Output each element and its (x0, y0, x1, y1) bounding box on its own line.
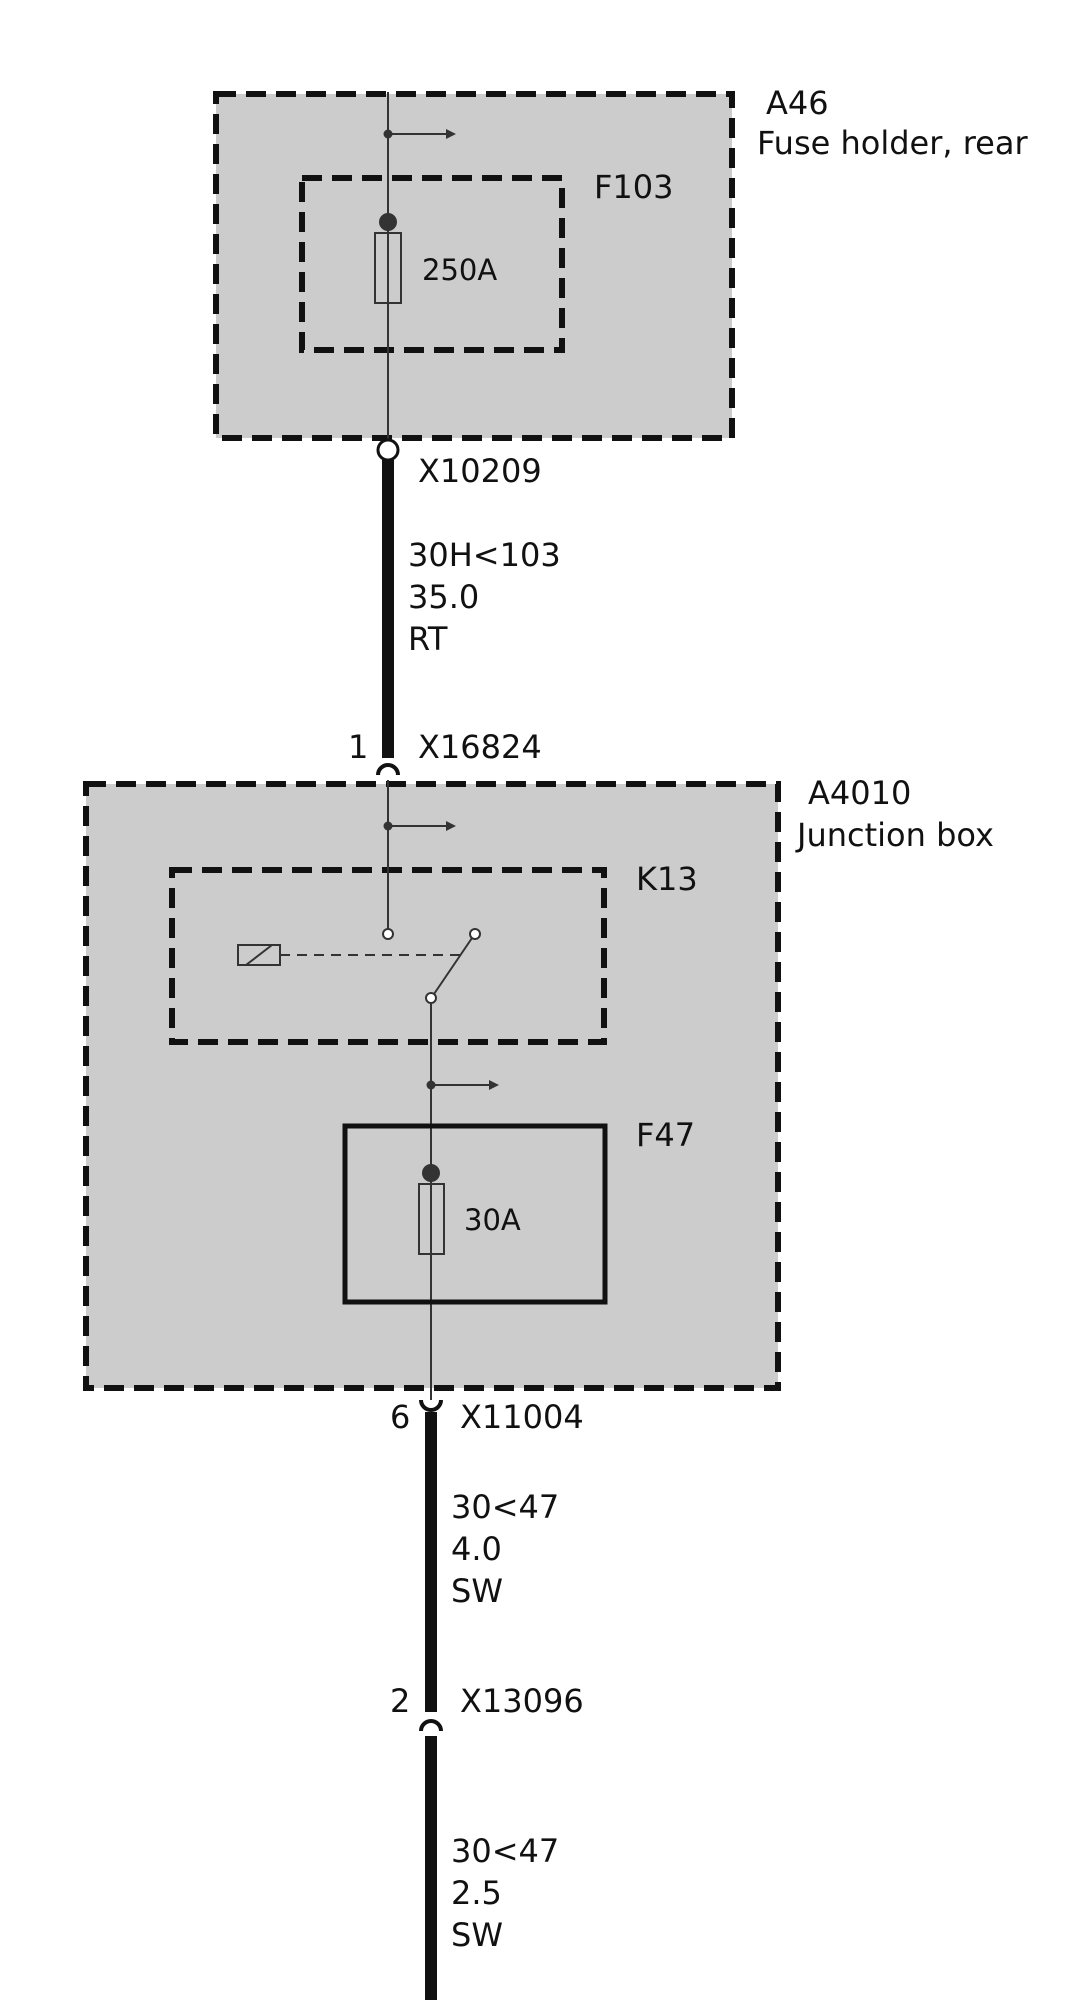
connector-x10209: X10209 (376, 438, 542, 490)
wire-3-color-code: SW (451, 1916, 503, 1954)
connector-x11004-id: X11004 (460, 1398, 584, 1436)
fuse-f47-rating: 30A (464, 1203, 521, 1237)
fuse-f103-label: F103 (594, 168, 673, 206)
connector-x16824-pin: 1 (348, 728, 368, 766)
wire-1-signal: 30H<103 (408, 536, 561, 574)
connector-x16824: 1 X16824 (348, 728, 542, 776)
connector-x11004-socket (419, 1399, 443, 1412)
wire-1: 30H<103 35.0 RT (382, 460, 561, 758)
connector-x10209-id: X10209 (418, 452, 542, 490)
fuse-f103-box (299, 175, 565, 353)
fuse-f47-label: F47 (636, 1116, 695, 1154)
fuse-f47-box (342, 1123, 608, 1305)
connector-x16824-socket (376, 763, 400, 776)
module-a46: A46 Fuse holder, rear (213, 84, 1028, 441)
fuse-f47-terminal-dot (422, 1164, 440, 1182)
fuse-f47: F47 30A (342, 1116, 695, 1305)
wire-1-color-code: RT (408, 620, 448, 658)
connector-x13096: 2 X13096 (390, 1682, 584, 1732)
module-a4010-id: A4010 (808, 774, 911, 812)
connector-x11004-pin: 6 (390, 1398, 410, 1436)
fuse-f103: F103 250A (299, 168, 673, 353)
wire-2-color-code: SW (451, 1572, 503, 1610)
wire-3-signal: 30<47 (451, 1832, 559, 1870)
wire-3: 30<47 2.5 SW (425, 1736, 559, 2000)
fuse-f103-terminal-dot (379, 213, 397, 231)
connector-x10209-terminal (376, 438, 400, 462)
module-a46-box (213, 91, 735, 441)
module-a4010: A4010 Junction box (83, 774, 994, 1391)
wire-3-cross-section: 2.5 (451, 1874, 502, 1912)
wire-1-cross-section: 35.0 (408, 578, 479, 616)
connector-x13096-id: X13096 (460, 1682, 584, 1720)
wire-2-cross-section: 4.0 (451, 1530, 502, 1568)
connector-x11004: 6 X11004 (390, 1398, 584, 1436)
wire-2: 30<47 4.0 SW (425, 1412, 559, 1712)
module-a46-id: A46 (766, 84, 829, 122)
fuse-f47-symbol (418, 1183, 445, 1255)
module-a46-name: Fuse holder, rear (757, 124, 1028, 162)
connector-x16824-id: X16824 (418, 728, 542, 766)
relay-k13-label: K13 (636, 860, 698, 898)
connector-x13096-pin: 2 (390, 1682, 410, 1720)
module-a4010-name: Junction box (795, 816, 994, 854)
fuse-f103-rating: 250A (422, 253, 497, 287)
connector-x13096-socket (419, 1719, 443, 1732)
wire-2-signal: 30<47 (451, 1488, 559, 1526)
